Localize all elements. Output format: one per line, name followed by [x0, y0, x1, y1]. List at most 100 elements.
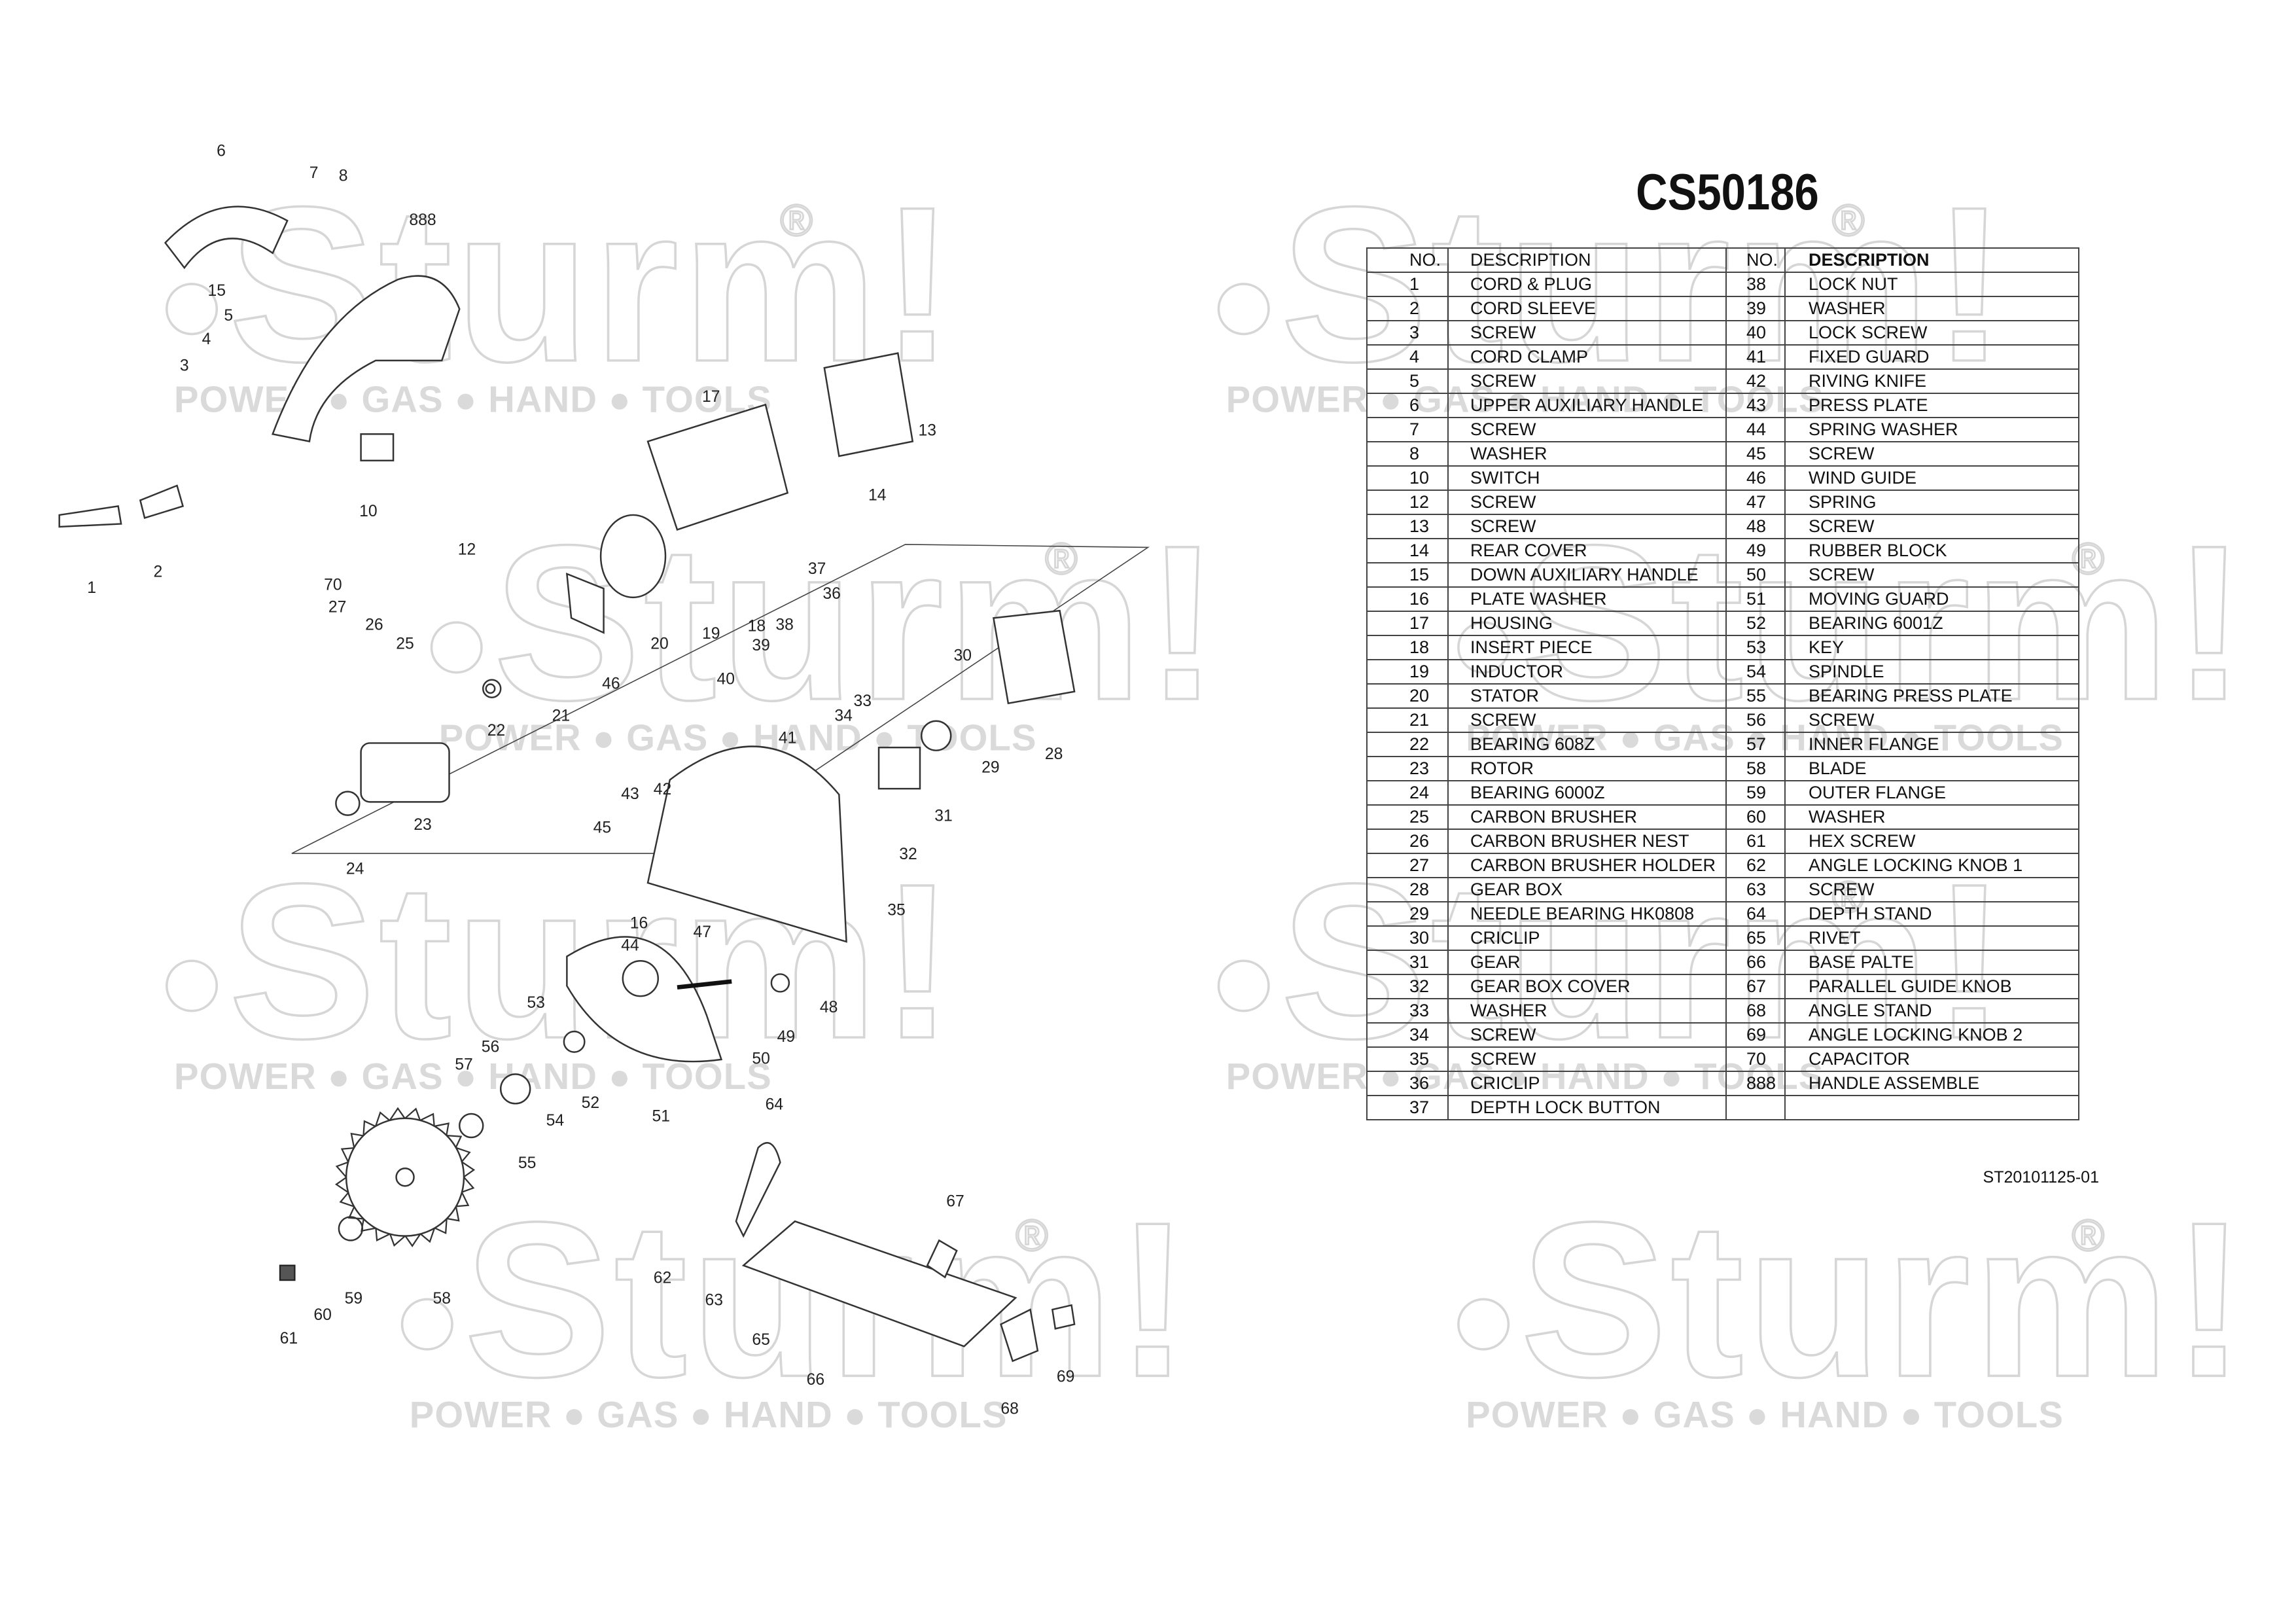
part-description: DEPTH STAND [1784, 901, 2079, 927]
part-number: 888 [1725, 1071, 1786, 1096]
callout: 45 [593, 819, 612, 837]
callout: 23 [414, 816, 431, 834]
part-description: WASHER [1784, 804, 2079, 830]
callout: 40 [716, 671, 735, 688]
watermark-brand: Sturm! [1520, 1177, 2249, 1423]
part-number: 54 [1725, 659, 1786, 685]
callout: 21 [552, 707, 570, 725]
part-number: 12 [1366, 490, 1449, 515]
callout: 67 [946, 1193, 964, 1211]
part-description: ROTOR [1447, 756, 1727, 781]
part-description: FIXED GUARD [1784, 344, 2079, 370]
part-description: LOCK SCREW [1784, 320, 2079, 346]
header-no-2: NO. [1725, 247, 1786, 273]
cord-plug [58, 505, 122, 528]
watermark-brand: Sturm! [464, 1177, 1193, 1423]
part-description: WIND GUIDE [1784, 465, 2079, 491]
part-description: NEEDLE BEARING HK0808 [1447, 901, 1727, 927]
part-number: 46 [1725, 465, 1786, 491]
part-description: HANDLE ASSEMBLE [1784, 1071, 2079, 1096]
callout: 17 [702, 388, 720, 406]
callout: 63 [705, 1291, 723, 1309]
part-description: GEAR BOX COVER [1447, 974, 1727, 999]
callout: 61 [280, 1330, 298, 1347]
part-description: BEARING 6001Z [1784, 611, 2079, 636]
callout: 57 [455, 1056, 472, 1074]
part-description: HOUSING [1447, 611, 1727, 636]
part-description: GEAR [1447, 950, 1727, 975]
part-description: OUTER FLANGE [1784, 780, 2079, 806]
callout: 28 [1045, 745, 1063, 763]
part-description [1784, 1095, 2079, 1120]
callout: 64 [766, 1096, 784, 1113]
watermark: Sturm! ® POWER ● GAS ● HAND ● TOOLS [400, 1175, 1193, 1435]
part-description: CORD SLEEVE [1447, 296, 1727, 321]
part-description: SCREW [1784, 514, 2079, 539]
part-description: PLATE WASHER [1447, 586, 1727, 612]
part-number: 60 [1725, 804, 1786, 830]
watermark-registered: ® [2072, 1211, 2105, 1260]
callout: 38 [775, 616, 794, 633]
callout: 22 [487, 722, 505, 740]
part-number: 56 [1725, 707, 1786, 733]
part-description: INNER FLANGE [1784, 732, 2079, 757]
part-number: 70 [1725, 1046, 1786, 1072]
part-number: 24 [1366, 780, 1449, 806]
header-description-2: DESCRIPTION [1784, 247, 2079, 273]
callout: 15 [208, 282, 226, 300]
part-number: 38 [1725, 272, 1786, 297]
part-number: 42 [1725, 368, 1786, 394]
part-description: SCREW [1784, 877, 2079, 902]
handle-assembly [272, 275, 461, 442]
part-description: ANGLE STAND [1784, 998, 2079, 1024]
part-description: STATOR [1447, 683, 1727, 709]
part-description: LOCK NUT [1784, 272, 2079, 297]
callout: 13 [918, 422, 936, 440]
part-description: SCREW [1447, 320, 1727, 346]
callout: 26 [365, 616, 383, 633]
part-number: 52 [1725, 611, 1786, 636]
callout: 52 [582, 1094, 600, 1112]
part-description: BEARING 608Z [1447, 732, 1727, 757]
part-description: DOWN AUXILIARY HANDLE [1447, 562, 1727, 588]
blade-tooth [334, 1107, 476, 1247]
callout: 5 [224, 307, 233, 325]
callout: 68 [1000, 1400, 1019, 1418]
callout: 34 [834, 707, 853, 725]
hex-screw [279, 1264, 296, 1281]
callout: 50 [752, 1050, 770, 1068]
callout: 25 [396, 635, 414, 653]
part-description: SPRING WASHER [1784, 417, 2079, 442]
part-number: 2 [1366, 296, 1449, 321]
part-number: 63 [1725, 877, 1786, 902]
part-number: 28 [1366, 877, 1449, 902]
part-number: 14 [1366, 538, 1449, 563]
callout: 19 [702, 625, 720, 643]
part-number: 13 [1366, 514, 1449, 539]
bearing-press-plate [499, 1073, 531, 1105]
part-number: 10 [1366, 465, 1449, 491]
part-number: 4 [1366, 344, 1449, 370]
callout: 37 [808, 560, 826, 578]
part-number: 8 [1366, 441, 1449, 467]
part-description: BEARING 6000Z [1447, 780, 1727, 806]
callout: 29 [981, 758, 1000, 776]
part-number: 50 [1725, 562, 1786, 588]
part-number: 32 [1366, 974, 1449, 999]
